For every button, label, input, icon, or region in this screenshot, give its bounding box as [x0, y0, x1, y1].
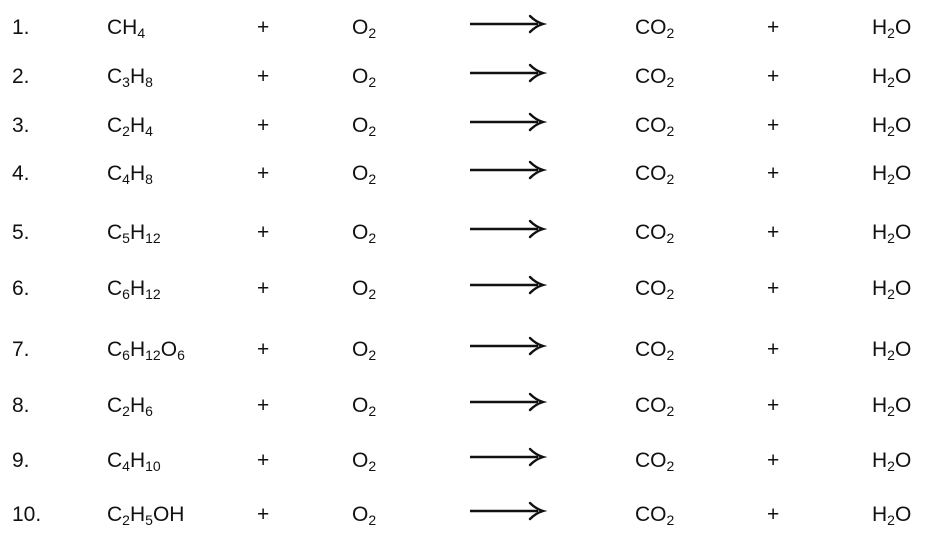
equation-row: 9. C4H10 + O2 CO2 + H2O [0, 437, 930, 485]
plus-sign: + [767, 16, 780, 39]
equation-row: 1. CH4 + O2 CO2 + H2O [0, 4, 930, 52]
product-water-formula: H2O [872, 114, 912, 139]
long-right-arrow-icon [468, 326, 548, 374]
long-right-arrow-icon [468, 209, 548, 257]
equation-number: 8. [12, 394, 30, 417]
equation-number: 3. [12, 114, 30, 137]
reactant-oxygen-formula: O2 [352, 221, 377, 246]
equation-number: 6. [12, 277, 30, 300]
long-right-arrow-icon [468, 382, 548, 430]
plus-sign: + [257, 277, 270, 300]
product-water-formula: H2O [872, 162, 912, 187]
plus-sign: + [767, 221, 780, 244]
product-carbon-dioxide-formula: CO2 [635, 162, 675, 187]
long-right-arrow-icon [468, 437, 548, 485]
plus-sign: + [767, 503, 780, 526]
reactant-fuel-formula: C2H5OH [107, 503, 185, 528]
equation-row: 8. C2H6 + O2 CO2 + H2O [0, 382, 930, 430]
equation-row: 2. C3H8 + O2 CO2 + H2O [0, 53, 930, 101]
product-carbon-dioxide-formula: CO2 [635, 277, 675, 302]
plus-sign: + [257, 114, 270, 137]
product-carbon-dioxide-formula: CO2 [635, 394, 675, 419]
reactant-oxygen-formula: O2 [352, 449, 377, 474]
reactant-fuel-formula: C6H12O6 [107, 338, 185, 363]
plus-sign: + [767, 65, 780, 88]
product-water-formula: H2O [872, 503, 912, 528]
reactant-oxygen-formula: O2 [352, 277, 377, 302]
plus-sign: + [257, 16, 270, 39]
plus-sign: + [257, 503, 270, 526]
long-right-arrow-icon [468, 265, 548, 313]
reactant-fuel-formula: C4H8 [107, 162, 153, 187]
equation-number: 9. [12, 449, 30, 472]
equation-row: 10. C2H5OH + O2 CO2 + H2O [0, 491, 930, 539]
reactant-oxygen-formula: O2 [352, 338, 377, 363]
equation-number: 5. [12, 221, 30, 244]
equation-number: 1. [12, 16, 30, 39]
reactant-fuel-formula: C4H10 [107, 449, 161, 474]
equation-number: 7. [12, 338, 30, 361]
plus-sign: + [257, 221, 270, 244]
plus-sign: + [767, 277, 780, 300]
reactant-oxygen-formula: O2 [352, 114, 377, 139]
equation-row: 7. C6H12O6 + O2 CO2 + H2O [0, 326, 930, 374]
plus-sign: + [257, 338, 270, 361]
reactant-fuel-formula: C3H8 [107, 65, 153, 90]
plus-sign: + [767, 114, 780, 137]
product-water-formula: H2O [872, 221, 912, 246]
long-right-arrow-icon [468, 4, 548, 52]
reactant-oxygen-formula: O2 [352, 65, 377, 90]
product-carbon-dioxide-formula: CO2 [635, 449, 675, 474]
product-water-formula: H2O [872, 449, 912, 474]
reactant-fuel-formula: C2H4 [107, 114, 153, 139]
product-water-formula: H2O [872, 394, 912, 419]
product-carbon-dioxide-formula: CO2 [635, 221, 675, 246]
equation-row: 4. C4H8 + O2 CO2 + H2O [0, 150, 930, 198]
plus-sign: + [257, 65, 270, 88]
product-water-formula: H2O [872, 65, 912, 90]
product-water-formula: H2O [872, 277, 912, 302]
plus-sign: + [767, 338, 780, 361]
long-right-arrow-icon [468, 53, 548, 101]
reactant-fuel-formula: CH4 [107, 16, 146, 41]
product-carbon-dioxide-formula: CO2 [635, 338, 675, 363]
equation-number: 10. [12, 503, 42, 526]
reactant-fuel-formula: C6H12 [107, 277, 161, 302]
reactant-oxygen-formula: O2 [352, 503, 377, 528]
plus-sign: + [767, 449, 780, 472]
equation-row: 5. C5H12 + O2 CO2 + H2O [0, 209, 930, 257]
plus-sign: + [257, 162, 270, 185]
product-carbon-dioxide-formula: CO2 [635, 16, 675, 41]
plus-sign: + [257, 394, 270, 417]
long-right-arrow-icon [468, 150, 548, 198]
product-water-formula: H2O [872, 338, 912, 363]
equation-row: 6. C6H12 + O2 CO2 + H2O [0, 265, 930, 313]
reactant-oxygen-formula: O2 [352, 16, 377, 41]
reactant-oxygen-formula: O2 [352, 162, 377, 187]
reactant-oxygen-formula: O2 [352, 394, 377, 419]
product-carbon-dioxide-formula: CO2 [635, 114, 675, 139]
plus-sign: + [257, 449, 270, 472]
reactant-fuel-formula: C5H12 [107, 221, 161, 246]
plus-sign: + [767, 394, 780, 417]
product-carbon-dioxide-formula: CO2 [635, 503, 675, 528]
product-water-formula: H2O [872, 16, 912, 41]
reactant-fuel-formula: C2H6 [107, 394, 153, 419]
equation-row: 3. C2H4 + O2 CO2 + H2O [0, 102, 930, 150]
equation-number: 2. [12, 65, 30, 88]
long-right-arrow-icon [468, 102, 548, 150]
plus-sign: + [767, 162, 780, 185]
equation-number: 4. [12, 162, 30, 185]
product-carbon-dioxide-formula: CO2 [635, 65, 675, 90]
long-right-arrow-icon [468, 491, 548, 539]
